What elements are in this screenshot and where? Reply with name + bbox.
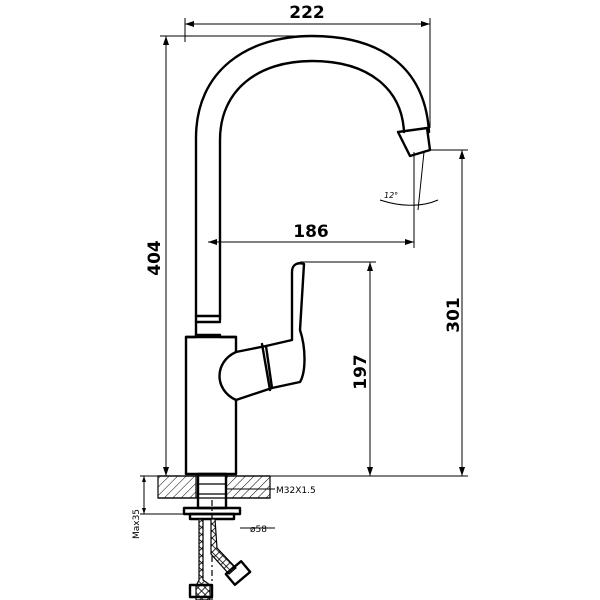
dimension-arrow (367, 467, 373, 476)
flex-hose-cold (195, 518, 211, 600)
label-max-thickness: Max35 (132, 509, 142, 539)
lever-joint-line (260, 342, 272, 392)
label-spout-angle: 12° (384, 191, 398, 200)
dimension-labels: 222 404 186 301 197 12° M32X1.5 ø58 Max3… (132, 3, 464, 539)
dimension-arrow (405, 239, 414, 245)
dimension-arrow (185, 21, 194, 27)
label-overall-height: 404 (145, 240, 165, 276)
label-base-diameter: ø58 (250, 525, 267, 535)
spout-nozzle (396, 126, 432, 158)
dimension-arrow (163, 36, 169, 45)
label-outlet-height: 301 (444, 297, 464, 333)
angle-arc (379, 199, 439, 206)
dimension-arrow (163, 467, 169, 476)
countertop-right-section (225, 475, 271, 499)
spout-inner-curve (218, 59, 406, 322)
hose-nut-hot (224, 560, 252, 586)
dimension-arrow (421, 21, 430, 27)
dimension-arrow (367, 262, 373, 271)
label-thread: M32X1.5 (276, 486, 316, 496)
mounting-hardware (182, 472, 252, 600)
dimension-arrow (142, 508, 146, 514)
dimension-arrow (208, 239, 217, 245)
dimension-lines (140, 18, 468, 529)
body-cam-curve (218, 350, 238, 402)
lever-handle (264, 262, 306, 390)
dimension-arrow (142, 476, 146, 482)
cartridge-housing (234, 344, 274, 402)
label-spout-reach: 186 (293, 222, 329, 242)
spout-outer-curve (194, 34, 431, 337)
flex-hose-hot (210, 518, 237, 575)
countertop-left-section (157, 475, 197, 499)
hose-nut-cold (188, 583, 214, 599)
dimension-arrow (459, 150, 465, 159)
label-lever-height: 197 (351, 354, 371, 390)
countertop (157, 475, 271, 499)
dimension-arrow (459, 467, 465, 476)
faucet-outline (184, 34, 432, 476)
angle-nozzle-line (417, 151, 425, 211)
label-overall-width: 222 (289, 3, 325, 23)
